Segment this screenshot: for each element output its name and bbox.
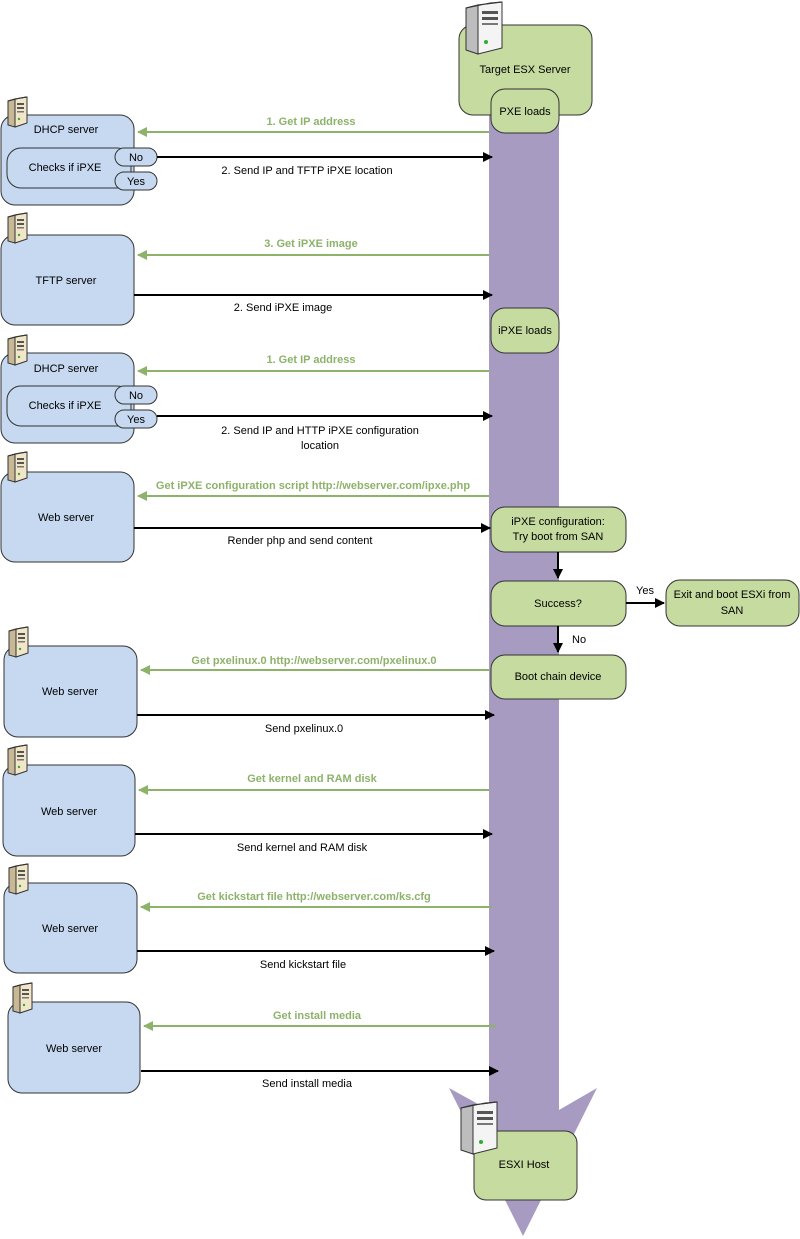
success-label: Success? — [534, 598, 582, 610]
target-title: Target ESX Server — [479, 64, 570, 76]
server-title: Web server — [42, 923, 98, 935]
yes-label: Yes — [636, 585, 654, 597]
step-success-decision: Success? — [490, 580, 627, 627]
server-icon — [7, 744, 28, 776]
option-no: No — [129, 152, 143, 164]
response-arrows: 2. Send IP and TFTP iPXE location 2. Sen… — [134, 152, 499, 1090]
step-boot-chain-device: Boot chain device — [490, 654, 627, 700]
server-icon — [7, 212, 28, 244]
server-dhcp-1: DHCP server Checks if iPXE No Yes — [0, 96, 158, 206]
server-icon — [8, 626, 29, 658]
esxi-host: ESXI Host — [460, 1101, 578, 1201]
server-title: DHCP server — [34, 363, 99, 375]
request-label: Get install media — [273, 1010, 362, 1022]
response-label: 2. Send IP and TFTP iPXE location — [221, 165, 392, 177]
request-label: Get kickstart file http://webserver.com/… — [197, 891, 431, 903]
step-pxe-loads: PXE loads — [490, 88, 560, 134]
server-title: DHCP server — [34, 124, 99, 136]
option-yes: Yes — [127, 414, 145, 426]
server-web-kickstart: Web server — [3, 863, 138, 974]
ipxe-loads-label: iPXE loads — [498, 325, 552, 337]
server-icon — [7, 334, 28, 366]
response-label: Send kernel and RAM disk — [237, 842, 368, 854]
step-ipxe-configuration: iPXE configuration: Try boot from SAN — [490, 506, 627, 553]
esxi-host-title: ESXI Host — [499, 1159, 550, 1171]
server-dhcp-2: DHCP server Checks if iPXE No Yes — [0, 334, 158, 444]
exit-line2: SAN — [721, 605, 744, 617]
checks-ipxe-label: Checks if iPXE — [29, 400, 102, 412]
request-arrows: 1. Get IP address 3. Get iPXE image 1. G… — [137, 116, 496, 1031]
server-icon — [7, 451, 28, 483]
boot-chain-label: Boot chain device — [515, 671, 602, 683]
ipxe-config-line1: iPXE configuration: — [511, 516, 605, 528]
response-label: Send pxelinux.0 — [265, 723, 343, 735]
server-icon — [465, 1, 503, 55]
server-title: Web server — [41, 806, 97, 818]
request-label: Get pxelinux.0 http://webserver.com/pxel… — [191, 655, 436, 667]
server-title: Web server — [42, 686, 98, 698]
request-label: 3. Get iPXE image — [264, 238, 358, 250]
server-web-ipxe: Web server — [0, 451, 135, 563]
option-no: No — [129, 390, 143, 402]
server-title: TFTP server — [36, 275, 97, 287]
request-label: 1. Get IP address — [266, 116, 355, 128]
step-exit-boot-esxi: Exit and boot ESXi from SAN — [665, 579, 800, 627]
request-label: 1. Get IP address — [266, 354, 355, 366]
request-label: Get kernel and RAM disk — [247, 773, 377, 785]
server-title: Web server — [38, 512, 94, 524]
server-tftp: TFTP server — [0, 212, 135, 326]
response-label: Render php and send content — [228, 535, 373, 547]
response-label: 2. Send iPXE image — [234, 302, 332, 314]
response-label-line2: location — [301, 440, 339, 452]
response-label: 2. Send IP and HTTP iPXE configuration — [221, 425, 419, 437]
response-label: Send kickstart file — [260, 959, 346, 971]
server-icon — [460, 1101, 498, 1155]
ipxe-config-line2: Try boot from SAN — [513, 531, 604, 543]
server-web-pxelinux: Web server — [3, 626, 138, 738]
target-esx-server: Target ESX Server — [458, 1, 593, 116]
step-ipxe-loads: iPXE loads — [490, 307, 560, 354]
server-title: Web server — [46, 1043, 102, 1055]
checks-ipxe-label: Checks if iPXE — [29, 162, 102, 174]
server-web-kernel: Web server — [2, 744, 136, 857]
server-icon — [8, 863, 29, 895]
server-icon — [7, 96, 28, 128]
exit-line1: Exit and boot ESXi from — [674, 589, 791, 601]
request-label: Get iPXE configuration script http://web… — [156, 480, 470, 492]
server-web-install: Web server — [7, 982, 141, 1094]
option-yes: Yes — [127, 176, 145, 188]
server-icon — [12, 982, 33, 1014]
response-label: Send install media — [262, 1078, 353, 1090]
pxe-loads-label: PXE loads — [499, 106, 551, 118]
no-label: No — [572, 634, 586, 646]
